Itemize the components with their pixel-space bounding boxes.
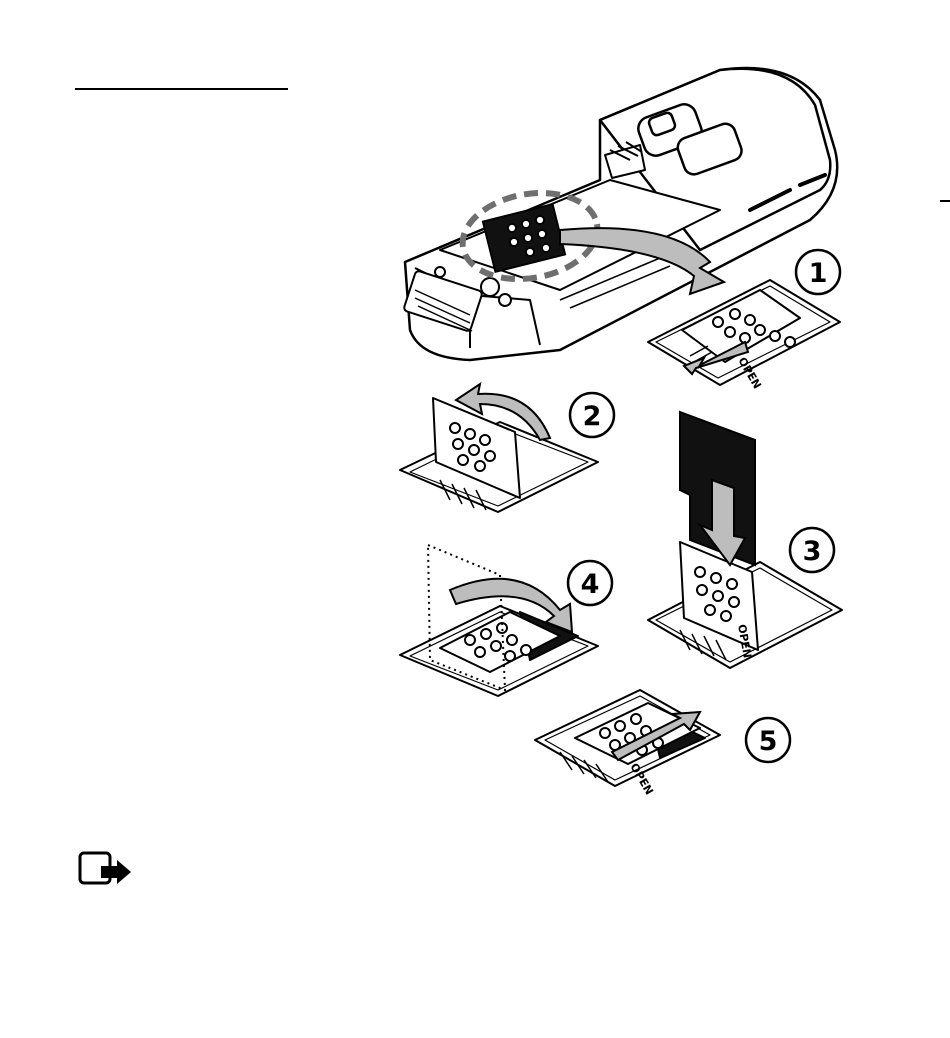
- step-badge-3: 3: [790, 528, 834, 572]
- step-number-2: 2: [583, 401, 602, 432]
- note-icon: [77, 850, 135, 886]
- step-badge-2: 2: [570, 393, 614, 437]
- step-badge-1: 1: [796, 250, 840, 294]
- step-badge-4: 4: [568, 561, 612, 605]
- step-number-4: 4: [581, 569, 600, 600]
- step-badge-5: 5: [746, 718, 790, 762]
- holder-step-2: [400, 398, 598, 512]
- step-number-3: 3: [803, 536, 822, 567]
- step-number-5: 5: [759, 726, 778, 757]
- step-number-1: 1: [809, 258, 828, 289]
- holder-step-5: [535, 690, 720, 786]
